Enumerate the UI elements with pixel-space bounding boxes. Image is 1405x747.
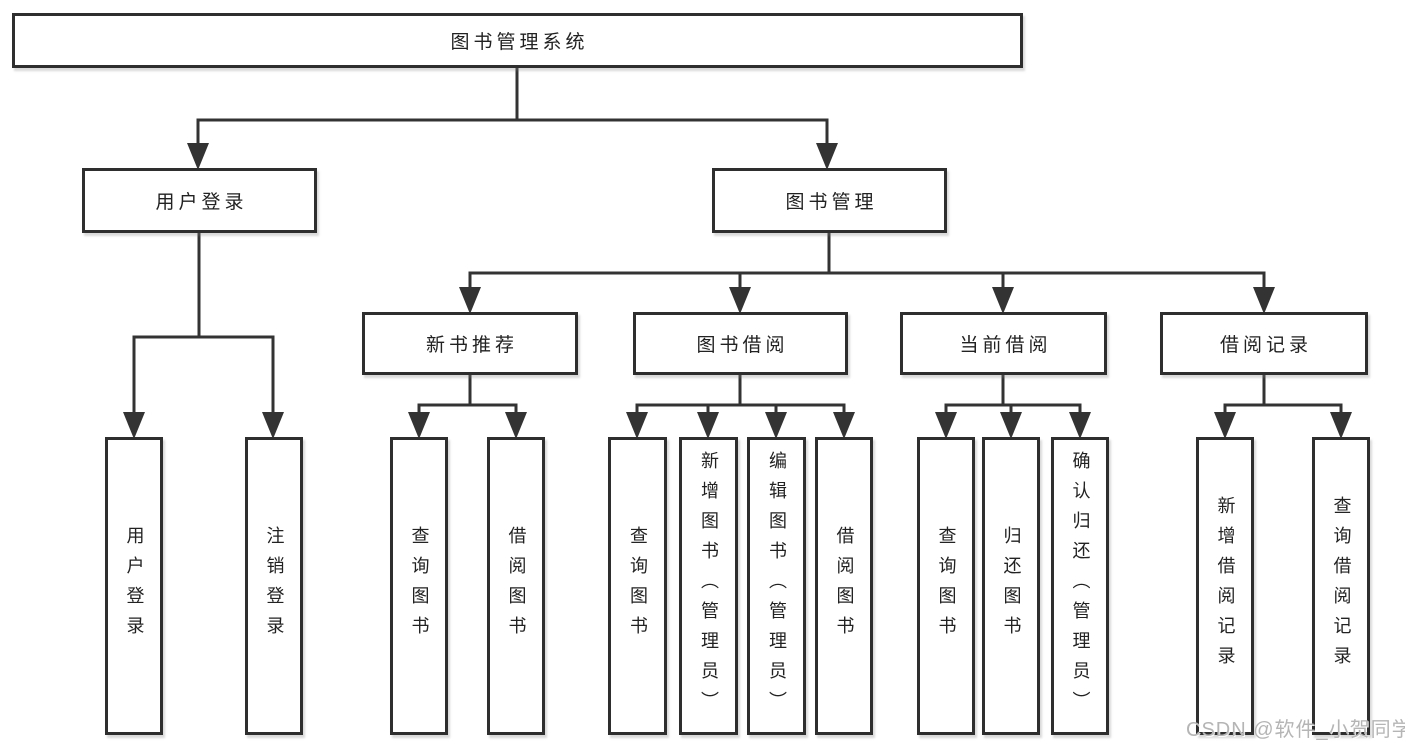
edge-bookborrow-split bbox=[635, 375, 846, 414]
leaf-return-book: 归还图书 bbox=[982, 437, 1040, 735]
edge-borrowrecords-split bbox=[1223, 375, 1343, 414]
node-label: 借阅记录 bbox=[1219, 335, 1312, 356]
csdn-watermark: CSDN @软件_小贺同学 bbox=[1186, 719, 1405, 741]
node-current-borrowing: 当前借阅 bbox=[900, 312, 1107, 375]
leaf-borrow-books-newbook: 借阅图书 bbox=[487, 437, 545, 735]
node-label: 借阅图书 bbox=[834, 526, 855, 646]
leaf-query-books-borrowing: 查询图书 bbox=[608, 437, 667, 735]
arrow-down-icon bbox=[1330, 412, 1352, 439]
node-label: 当前借阅 bbox=[959, 335, 1052, 356]
leaf-confirm-return-admin: 确认归还（管理员） bbox=[1051, 437, 1109, 735]
arrow-down-icon bbox=[816, 143, 838, 170]
arrow-down-icon bbox=[1253, 287, 1275, 314]
node-new-book-recommendation: 新书推荐 bbox=[362, 312, 578, 375]
leaf-edit-book-admin: 编辑图书（管理员） bbox=[747, 437, 806, 735]
node-book-borrowing: 图书借阅 bbox=[633, 312, 848, 375]
node-label: 查询借阅记录 bbox=[1331, 496, 1352, 676]
arrow-down-icon bbox=[935, 412, 957, 439]
edge-root-to-level2 bbox=[196, 118, 829, 145]
arrow-down-icon bbox=[697, 412, 719, 439]
leaf-borrow-books-borrowing: 借阅图书 bbox=[815, 437, 873, 735]
arrow-down-icon bbox=[626, 412, 648, 439]
leaf-user-login: 用户登录 bbox=[105, 437, 163, 735]
arrow-down-icon bbox=[1000, 412, 1022, 439]
node-library-management-system: 图书管理系统 bbox=[12, 13, 1023, 68]
edge-currentborrow-split bbox=[944, 375, 1082, 414]
arrow-down-icon bbox=[1069, 412, 1091, 439]
edge-bookmgmt-split bbox=[468, 271, 1266, 289]
node-label: 查询图书 bbox=[936, 526, 957, 646]
arrow-down-icon bbox=[729, 287, 751, 314]
node-label: 新增图书（管理员） bbox=[698, 451, 719, 721]
arrow-down-icon bbox=[505, 412, 527, 439]
arrow-down-icon bbox=[123, 412, 145, 439]
edge-userlogin-split bbox=[132, 335, 275, 414]
arrow-down-icon bbox=[1214, 412, 1236, 439]
node-label: 新书推荐 bbox=[425, 335, 518, 356]
leaf-add-book-admin: 新增图书（管理员） bbox=[679, 437, 738, 735]
edge-newbook-split bbox=[417, 375, 518, 414]
arrow-down-icon bbox=[262, 412, 284, 439]
node-label: 新增借阅记录 bbox=[1215, 496, 1236, 676]
node-label: 查询图书 bbox=[409, 526, 430, 646]
node-label: 借阅图书 bbox=[506, 526, 527, 646]
arrow-down-icon bbox=[765, 412, 787, 439]
node-label: 图书借阅 bbox=[696, 335, 789, 356]
arrow-down-icon bbox=[833, 412, 855, 439]
node-label: 归还图书 bbox=[1001, 526, 1022, 646]
leaf-query-books-current: 查询图书 bbox=[917, 437, 975, 735]
leaf-logout: 注销登录 bbox=[245, 437, 303, 735]
node-label: 用户登录 bbox=[124, 526, 145, 646]
node-label: 确认归还（管理员） bbox=[1070, 451, 1091, 721]
node-label: 用户登录 bbox=[155, 192, 248, 213]
node-borrowing-records: 借阅记录 bbox=[1160, 312, 1368, 375]
node-label: 图书管理 bbox=[785, 192, 878, 213]
arrow-down-icon bbox=[408, 412, 430, 439]
leaf-query-books-newbook: 查询图书 bbox=[390, 437, 448, 735]
node-user-login: 用户登录 bbox=[82, 168, 317, 233]
node-label: 查询图书 bbox=[627, 526, 648, 646]
node-label: 图书管理系统 bbox=[450, 32, 589, 53]
node-book-management: 图书管理 bbox=[712, 168, 947, 233]
arrow-down-icon bbox=[459, 287, 481, 314]
leaf-query-borrow-record: 查询借阅记录 bbox=[1312, 437, 1370, 735]
node-label: 注销登录 bbox=[264, 526, 285, 646]
arrow-down-icon bbox=[187, 143, 209, 170]
arrow-down-icon bbox=[992, 287, 1014, 314]
leaf-add-borrow-record: 新增借阅记录 bbox=[1196, 437, 1254, 735]
node-label: 编辑图书（管理员） bbox=[766, 451, 787, 721]
